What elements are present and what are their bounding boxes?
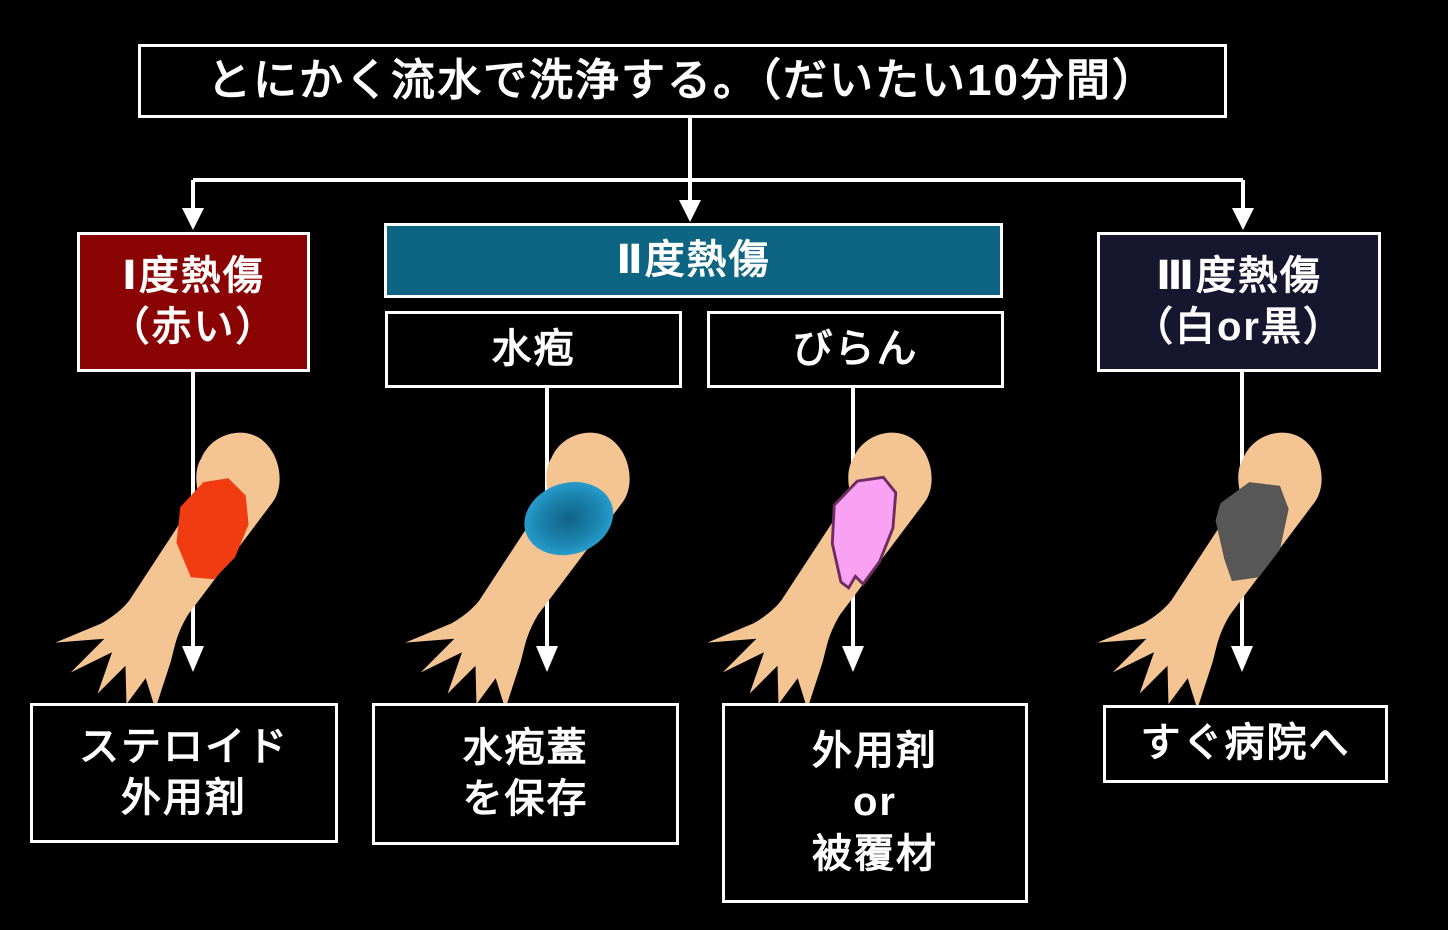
erosion-subtype-box: びらん bbox=[707, 311, 1004, 388]
treatment-steroid-box: ステロイド 外用剤 bbox=[30, 703, 338, 843]
treatment-steroid-line1: ステロイド bbox=[79, 724, 289, 769]
root-instruction-box: とにかく流水で洗浄する。（だいたい10分間） bbox=[138, 44, 1227, 118]
root-instruction-label: とにかく流水で洗浄する。（だいたい10分間） bbox=[207, 55, 1158, 105]
treatment-hospital-box: すぐ病院へ bbox=[1103, 705, 1388, 783]
treatment-steroid-line2: 外用剤 bbox=[121, 776, 247, 820]
degree2-box: Ⅱ度熱傷 bbox=[384, 223, 1003, 298]
arm-skin bbox=[55, 432, 280, 709]
degree3-box: Ⅲ度熱傷 （白or黒） bbox=[1097, 232, 1381, 372]
arm-skin bbox=[1097, 432, 1322, 709]
arrowhead-degree2 bbox=[679, 200, 701, 222]
blister-subtype-box: 水疱 bbox=[385, 311, 682, 388]
erosion-burn-patch bbox=[830, 475, 898, 590]
treatment-dressing-line1: 外用剤 bbox=[812, 729, 938, 774]
degree3-label-line2: （白or黒） bbox=[1133, 305, 1345, 349]
treatment-dressing-line2: or bbox=[853, 780, 897, 825]
degree3-label-line1: Ⅲ度熱傷 bbox=[1156, 253, 1322, 298]
treatment-blister-cap-box: 水疱蓋 を保存 bbox=[372, 703, 679, 845]
degree1-box: Ⅰ度熱傷 （赤い） bbox=[77, 232, 310, 372]
redness-burn-patch bbox=[176, 478, 249, 580]
second-degree-erosion-arm-illustration bbox=[707, 432, 932, 709]
arrowhead-treatment1 bbox=[182, 646, 204, 672]
necrosis-burn-patch bbox=[1215, 482, 1289, 582]
third-degree-arm-illustration bbox=[1097, 432, 1322, 709]
treatment-hospital-label: すぐ病院へ bbox=[1140, 721, 1351, 766]
treatment-blister-cap-line2: を保存 bbox=[462, 777, 589, 821]
arrowhead-treatment3 bbox=[842, 646, 864, 672]
arm-skin bbox=[405, 432, 630, 709]
blister-burn-patch bbox=[524, 482, 614, 556]
treatment-dressing-line3: 被覆材 bbox=[812, 831, 938, 876]
degree1-label-line1: Ⅰ度熱傷 bbox=[122, 253, 265, 298]
arm-skin bbox=[707, 432, 932, 709]
degree1-label-line2: （赤い） bbox=[109, 305, 278, 349]
degree2-label: Ⅱ度熱傷 bbox=[616, 237, 771, 282]
treatment-blister-cap-line1: 水疱蓋 bbox=[462, 725, 589, 770]
arrowhead-degree3 bbox=[1232, 208, 1254, 230]
second-degree-blister-arm-illustration bbox=[405, 432, 630, 709]
blister-subtype-label: 水疱 bbox=[491, 326, 576, 371]
first-degree-arm-illustration bbox=[55, 432, 280, 709]
erosion-subtype-label: びらん bbox=[792, 326, 919, 371]
arrowhead-degree1 bbox=[182, 208, 204, 230]
arrowhead-treatment2 bbox=[536, 646, 558, 672]
arrowhead-treatment4 bbox=[1231, 646, 1253, 672]
treatment-dressing-box: 外用剤 or 被覆材 bbox=[722, 703, 1028, 903]
